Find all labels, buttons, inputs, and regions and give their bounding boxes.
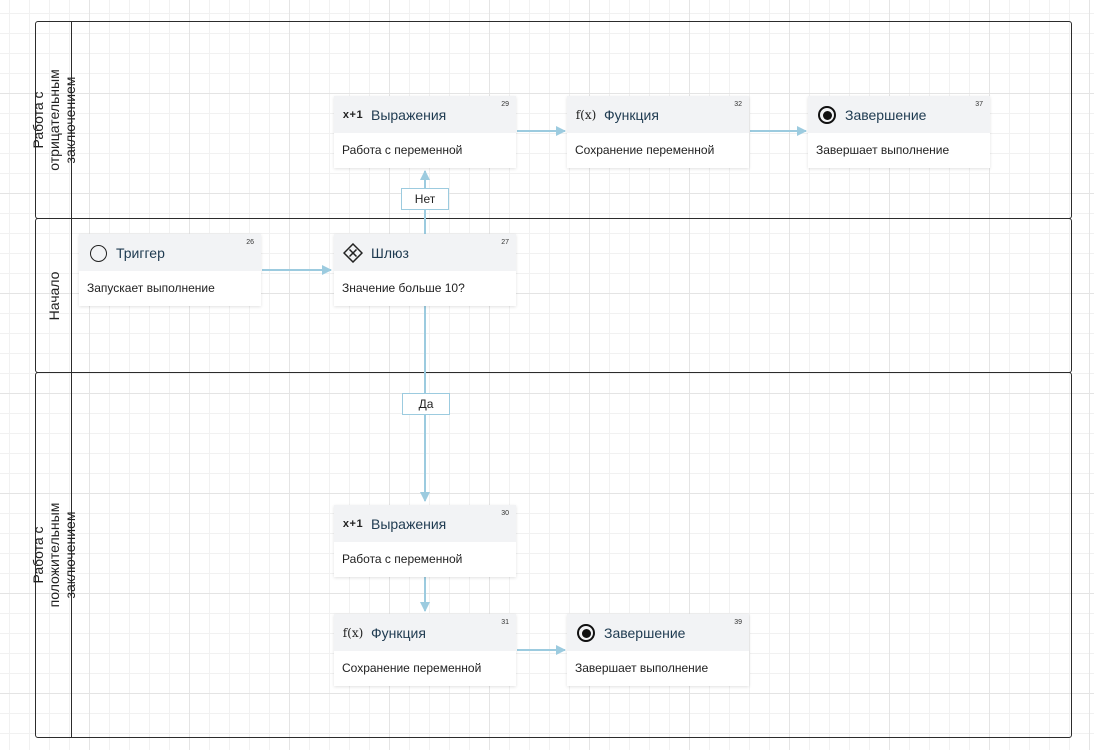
node-description: Значение больше 10? [342, 281, 465, 295]
lane-positive[interactable]: Работа с положительным заключением [30, 372, 1072, 738]
node-id: 37 [975, 101, 983, 108]
node-title: Функция [371, 625, 426, 641]
lane-header-positive: Работа с положительным заключением [30, 373, 78, 737]
node-header: f(x) Функция 32 [567, 96, 749, 133]
node-title: Выражения [371, 516, 447, 532]
expression-icon: x+1 [342, 518, 364, 530]
node-title: Триггер [116, 245, 165, 261]
node-header: x+1 Выражения 30 [334, 505, 516, 542]
node-id: 30 [501, 510, 509, 517]
node-description: Работа с переменной [342, 143, 463, 157]
node-title: Шлюз [371, 245, 409, 261]
node-description: Запускает выполнение [87, 281, 215, 295]
lane-header-start: Начало [36, 219, 72, 372]
node-header: Триггер 26 [79, 234, 261, 271]
node-description: Сохранение переменной [342, 661, 482, 675]
node-function-negative[interactable]: f(x) Функция 32 Сохранение переменной [567, 96, 749, 168]
function-icon: f(x) [342, 626, 364, 640]
node-header: Завершение 37 [808, 96, 990, 133]
node-header: Шлюз 27 [334, 234, 516, 271]
lane-header-negative: Работа с отрицательным заключением [30, 22, 78, 218]
node-id: 26 [246, 239, 254, 246]
function-icon: f(x) [575, 108, 597, 122]
end-event-icon [817, 106, 837, 124]
circle-icon [88, 244, 108, 262]
node-id: 29 [501, 101, 509, 108]
expression-icon: x+1 [342, 109, 364, 121]
node-header: f(x) Функция 31 [334, 614, 516, 651]
node-title: Завершение [604, 625, 686, 641]
node-id: 27 [501, 239, 509, 246]
node-id: 31 [501, 619, 509, 626]
edge-label-no[interactable]: Нет [401, 188, 449, 210]
node-description: Завершает выполнение [816, 143, 950, 157]
end-event-icon [576, 624, 596, 642]
node-title: Выражения [371, 107, 447, 123]
node-header: x+1 Выражения 29 [334, 96, 516, 133]
node-end-negative[interactable]: Завершение 37 Завершает выполнение [808, 96, 990, 168]
node-description: Завершает выполнение [575, 661, 709, 675]
node-gateway[interactable]: Шлюз 27 Значение больше 10? [334, 234, 516, 306]
node-description: Сохранение переменной [575, 143, 715, 157]
edge-label-yes[interactable]: Да [402, 393, 450, 415]
node-expression-positive[interactable]: x+1 Выражения 30 Работа с переменной [334, 505, 516, 577]
node-description: Работа с переменной [342, 552, 463, 566]
node-title: Завершение [845, 107, 927, 123]
node-id: 39 [734, 619, 742, 626]
gateway-diamond-icon [343, 243, 363, 263]
node-id: 32 [734, 101, 742, 108]
node-function-positive[interactable]: f(x) Функция 31 Сохранение переменной [334, 614, 516, 686]
node-trigger[interactable]: Триггер 26 Запускает выполнение [79, 234, 261, 306]
node-header: Завершение 39 [567, 614, 749, 651]
node-end-positive[interactable]: Завершение 39 Завершает выполнение [567, 614, 749, 686]
node-expression-negative[interactable]: x+1 Выражения 29 Работа с переменной [334, 96, 516, 168]
node-title: Функция [604, 107, 659, 123]
